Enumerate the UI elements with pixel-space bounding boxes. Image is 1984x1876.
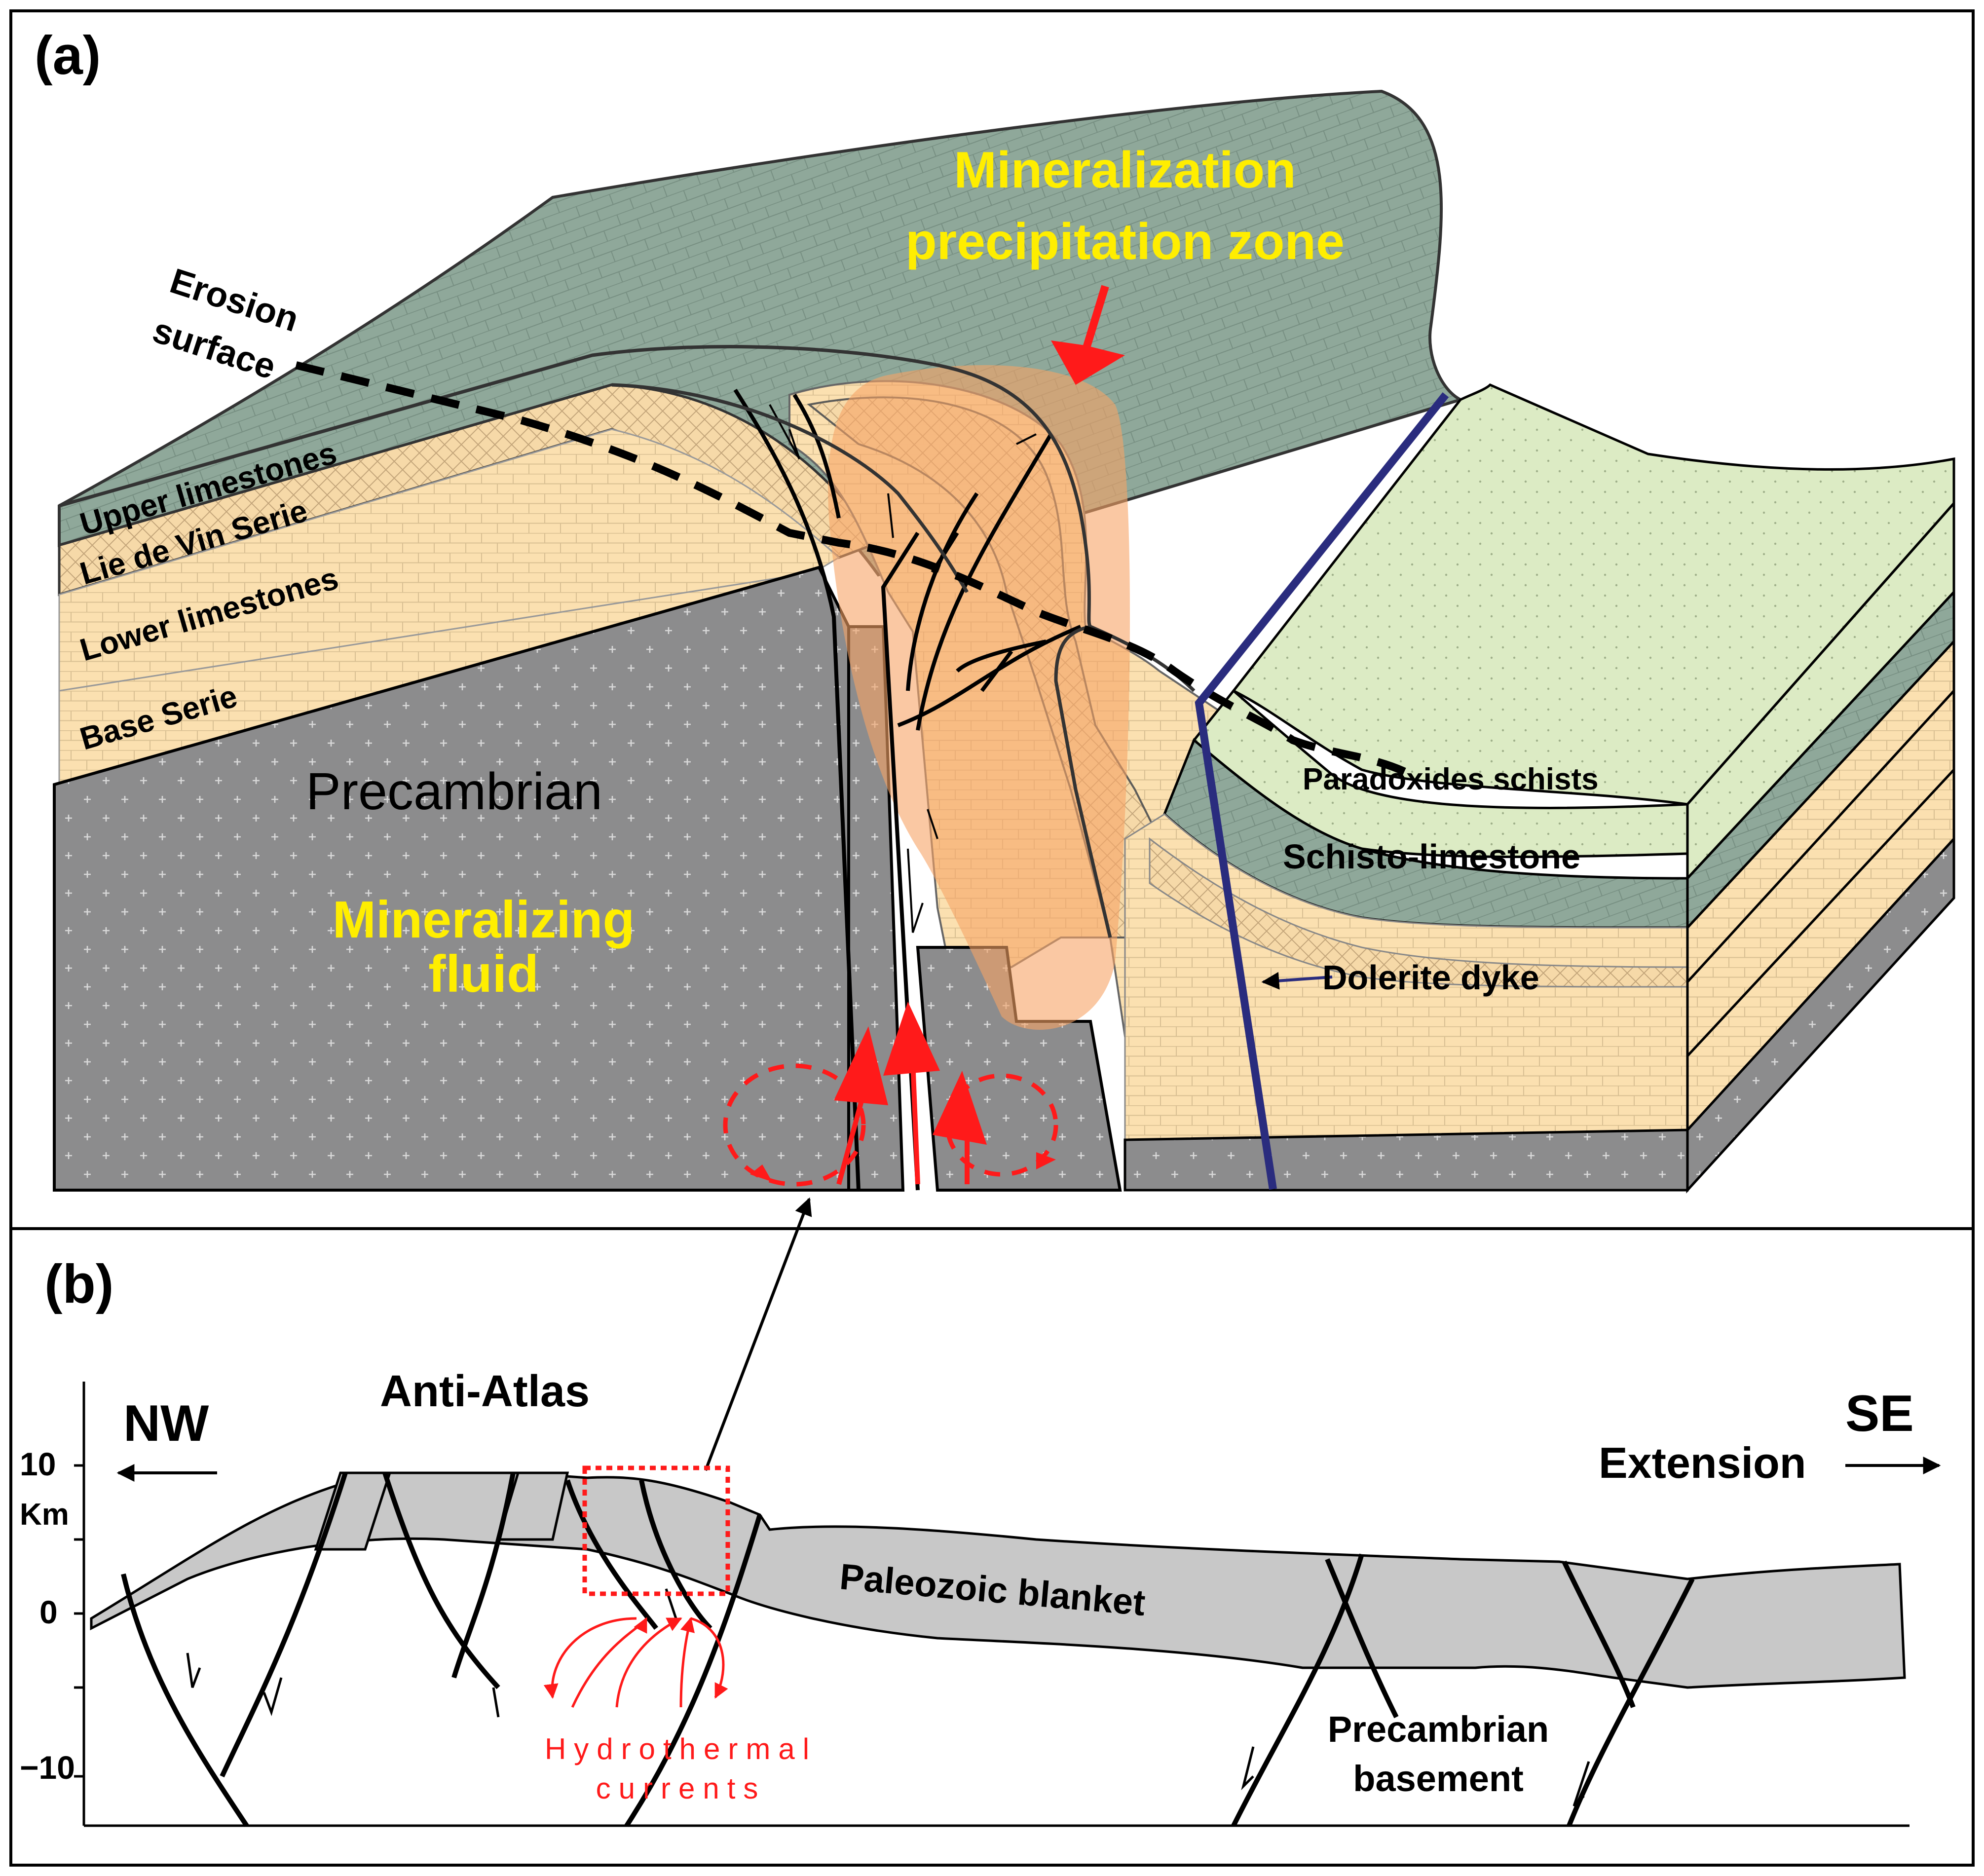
fluid-label-1: Mineralizing: [333, 891, 635, 949]
axis-tick-0: 0: [39, 1594, 58, 1630]
mineralization-red-arrowhead: [1051, 340, 1125, 385]
mineralization-zone-label-1: Mineralization: [954, 142, 1296, 199]
zoom-pointer-arrow: [704, 1197, 812, 1471]
fault-slip-arrows-a: [769, 404, 1037, 933]
panel-b: (b) Anti-Atlas NW SE Extension Paleozoic…: [9, 1197, 1975, 1867]
right-block-top: [1232, 383, 1955, 806]
panel-a: (a) Mineralization precipitation zone Er…: [9, 9, 1975, 1230]
fluid-label-2: fluid: [428, 945, 539, 1003]
right-side-schisto-band: [1686, 589, 1955, 931]
mineralization-zone: [828, 365, 1130, 1030]
panel-a-label: (a): [35, 25, 101, 86]
axis-tick-neg10: −10: [20, 1749, 75, 1786]
hydrothermal-current-arrows: [543, 1617, 728, 1708]
axis-tick-10: 10: [20, 1446, 56, 1482]
dolerite-pointer-arrow: [1261, 972, 1333, 990]
nw-label: NW: [123, 1395, 209, 1452]
right-side-basement: [1686, 835, 1955, 1194]
right-side-layer-lines: [1686, 690, 1955, 1057]
basement-label-1: Precambrian: [1328, 1709, 1549, 1750]
schisto-label: Schisto-limestone: [1283, 837, 1580, 876]
anti-atlas-label: Anti-Atlas: [380, 1367, 590, 1416]
upflow-arrows: [834, 1002, 987, 1185]
hydro-label-2: currents: [596, 1772, 766, 1805]
convection-cells: [723, 1063, 1058, 1187]
fault-slip-arrows-b: [186, 1588, 1590, 1807]
paradoxides-label: Paradoxides schists: [1303, 762, 1599, 796]
depth-axis: [74, 1382, 1909, 1827]
faults-b: [121, 1472, 1695, 1827]
erosion-surface-line: [295, 361, 1413, 779]
dolerite-label: Dolerite dyke: [1322, 958, 1539, 997]
zoom-box: [582, 1465, 730, 1596]
extension-label: Extension: [1599, 1438, 1806, 1487]
panel-b-label: (b): [44, 1254, 113, 1314]
dolerite-dyke-line: [1195, 392, 1449, 1190]
hydro-label-1: Hydrothermal: [545, 1732, 817, 1765]
right-basement-strip: [1123, 1128, 1689, 1192]
axis-unit: Km: [20, 1498, 69, 1532]
mineralization-zone-label-2: precipitation zone: [905, 213, 1345, 270]
basement-label-2: basement: [1353, 1758, 1523, 1799]
se-label: SE: [1845, 1385, 1914, 1442]
precambrian-label: Precambrian: [306, 762, 602, 821]
